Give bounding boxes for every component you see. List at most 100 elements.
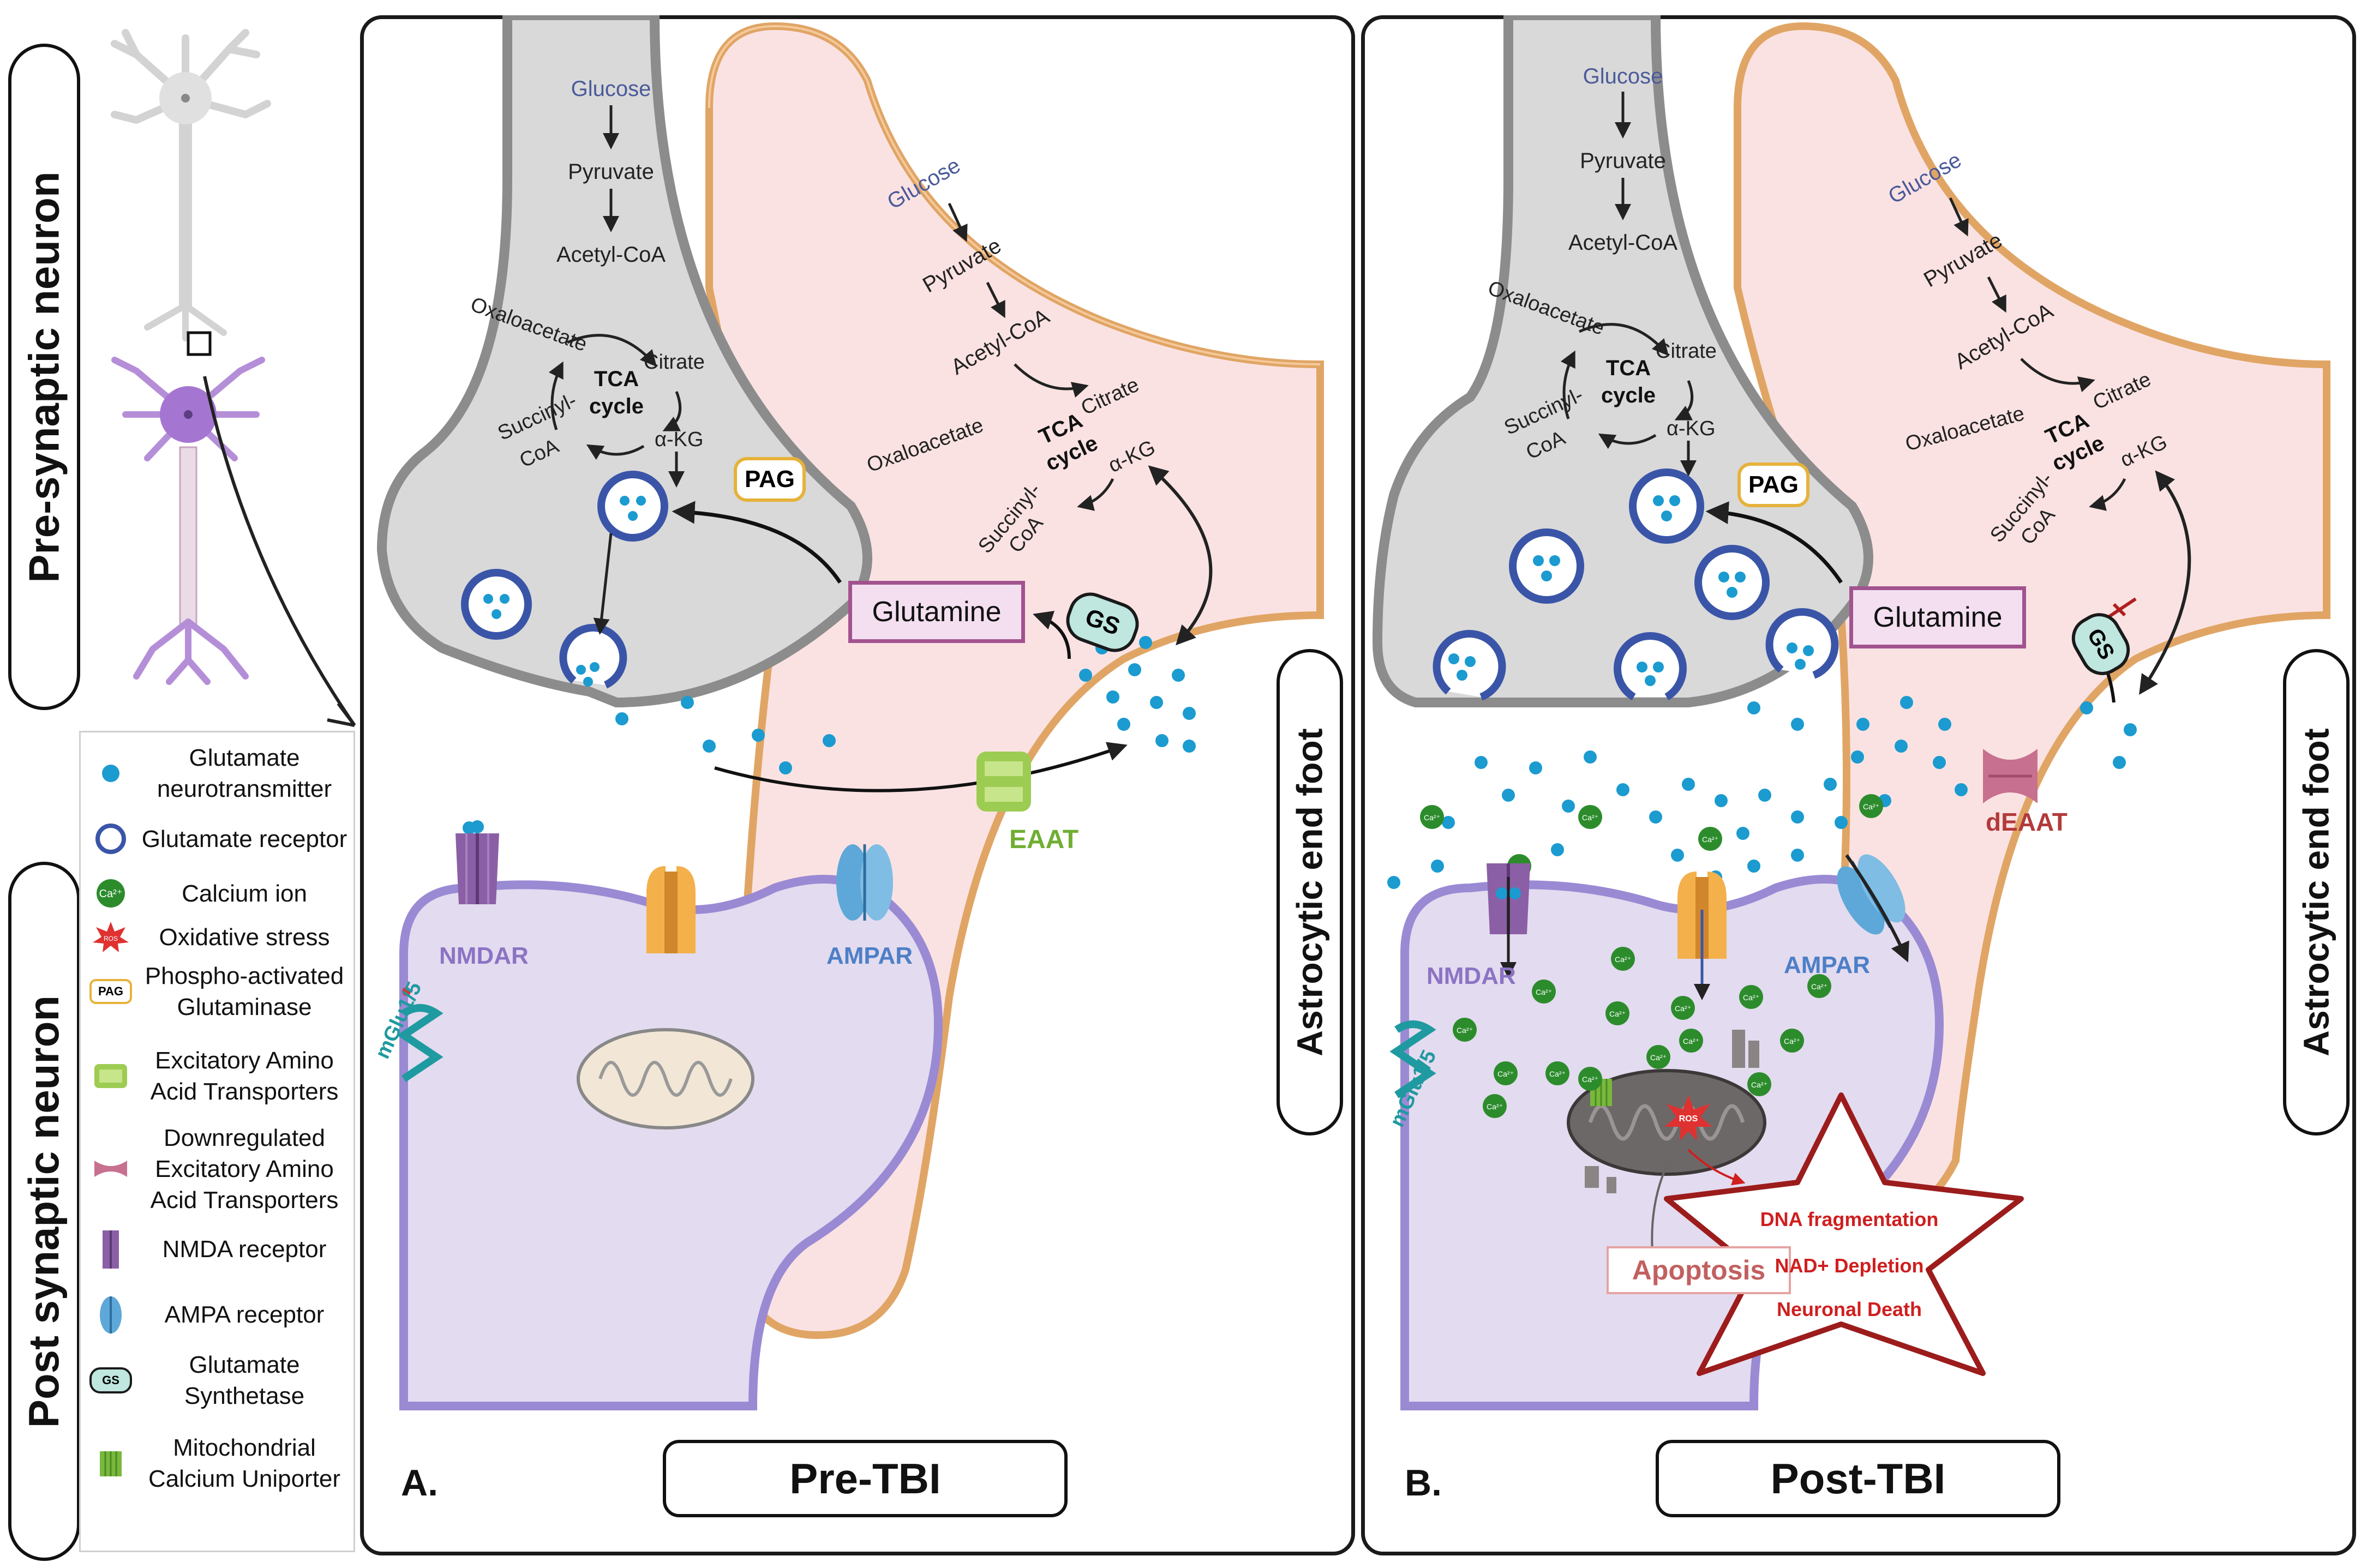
deaat-transporter bbox=[1983, 749, 2038, 803]
svg-text:Acetyl-CoA: Acetyl-CoA bbox=[556, 243, 666, 267]
calcium-ion-label: Ca²⁺ bbox=[1457, 1026, 1473, 1035]
astro-label-b: Astrocytic end foot bbox=[2283, 649, 2350, 1136]
calcium-ion-label: Ca²⁺ bbox=[1487, 1102, 1503, 1111]
apoptosis-label: Apoptosis bbox=[1607, 1246, 1791, 1294]
svg-text:Glucose: Glucose bbox=[1583, 64, 1663, 88]
panel-b-diagram: ROS Glucose Pyruvate Acetyl-CoA Oxaloace… bbox=[1372, 15, 2330, 1410]
calcium-ion-label: Ca²⁺ bbox=[1784, 1037, 1800, 1046]
vesicle-b5 bbox=[1614, 632, 1687, 701]
svg-text:Pyruvate: Pyruvate bbox=[1580, 149, 1666, 173]
calcium-ion-label: Ca²⁺ bbox=[1424, 813, 1440, 822]
ampa-receptor-a bbox=[836, 844, 893, 921]
legend-text: NMDA receptor bbox=[162, 1236, 327, 1263]
svg-text:Acetyl-CoA: Acetyl-CoA bbox=[1568, 231, 1677, 255]
mglu-receptor-a bbox=[397, 987, 444, 1082]
legend-text: Mitochondrial Calcium Uniporter bbox=[148, 1434, 341, 1492]
calcium-ion-label: Ca²⁺ bbox=[1650, 1053, 1667, 1062]
ampa-receptor-icon bbox=[100, 1296, 122, 1333]
legend-text: Calcium ion bbox=[182, 880, 307, 907]
legend-item-ampa: AMPA receptor bbox=[81, 1283, 353, 1346]
panel-a-title: Pre-TBI bbox=[663, 1440, 1068, 1517]
post-synaptic-label: Post synaptic neuron bbox=[8, 862, 80, 1561]
legend-item-eaat: Excitatory Amino Acid Transporters bbox=[81, 1030, 353, 1122]
legend-item-receptor: Glutamate receptor bbox=[81, 809, 353, 869]
ros-star: ROS bbox=[1664, 1095, 1712, 1141]
astro-label-a: Astrocytic end foot bbox=[1277, 649, 1343, 1136]
outcome-star bbox=[1664, 1092, 2024, 1376]
vesicle-b3 bbox=[1694, 545, 1770, 620]
svg-text:Pyruvate: Pyruvate bbox=[568, 160, 654, 184]
deaat-transporter-icon bbox=[94, 1161, 127, 1177]
legend-item-mcu: Mitochondrial Calcium Uniporter bbox=[81, 1417, 353, 1510]
pag-badge-a: PAG bbox=[734, 457, 806, 502]
nmdar-label-a: NMDAR bbox=[439, 942, 529, 969]
vesicle-b4 bbox=[1433, 629, 1506, 701]
calcium-ion-label: Ca²⁺ bbox=[1863, 802, 1879, 811]
vesicle-fusing bbox=[559, 623, 627, 689]
legend-item-pag: PAG Phospho-activated Glutaminase bbox=[81, 962, 353, 1022]
deaat-label: dEAAT bbox=[1986, 808, 2068, 836]
svg-text:α-KG: α-KG bbox=[655, 428, 704, 451]
calcium-ion-label: Ca²⁺ bbox=[1582, 1075, 1598, 1084]
calcium-ion-label: Ca²⁺ bbox=[1743, 993, 1759, 1002]
calcium-ion-label: Ca²⁺ bbox=[1811, 982, 1827, 991]
panel-b bbox=[1361, 15, 2356, 1555]
glutamine-box-b: Glutamine bbox=[1849, 586, 2026, 648]
panel-a-letter: A. bbox=[401, 1462, 438, 1504]
mitochondrion bbox=[577, 1028, 754, 1130]
eaat-transporter bbox=[976, 752, 1031, 812]
panel-b-title: Post-TBI bbox=[1656, 1440, 2060, 1517]
legend-item-nmda: NMDA receptor bbox=[81, 1218, 353, 1281]
calcium-ion-label: Ca²⁺ bbox=[1702, 835, 1718, 844]
calcium-ion-label: Ca²⁺ bbox=[1675, 1004, 1691, 1013]
svg-text:cycle: cycle bbox=[1601, 383, 1656, 407]
calcium-ion-label: Ca²⁺ bbox=[1683, 1037, 1699, 1046]
svg-text:TCA: TCA bbox=[1606, 356, 1651, 380]
panel-a-diagram: Glucose Pyruvate Acetyl-CoA Oxaloacetate… bbox=[376, 15, 1324, 1410]
svg-text:Glucose: Glucose bbox=[571, 77, 651, 101]
glutamine-box-a: Glutamine bbox=[848, 581, 1025, 643]
legend-text: Glutamate receptor bbox=[141, 825, 347, 852]
calcium-ions-b: Ca²⁺ Ca²⁺ Ca²⁺ Ca²⁺ Ca²⁺ Ca²⁺ Ca²⁺ Ca²⁺ Ca²⁺ Ca²⁺… bbox=[1420, 794, 1883, 1118]
pag-badge-b: PAG bbox=[1737, 462, 1809, 507]
presynaptic-terminal-b bbox=[1372, 15, 1873, 707]
svg-text:Ca²⁺: Ca²⁺ bbox=[99, 888, 123, 900]
vesicle-b6 bbox=[1765, 608, 1839, 679]
svg-text:ROS: ROS bbox=[1679, 1114, 1698, 1124]
calcium-ion-label: Ca²⁺ bbox=[1536, 988, 1552, 996]
eaat-transporter-icon bbox=[94, 1064, 127, 1088]
oxidative-star-icon: ROS bbox=[93, 922, 129, 952]
legend-text: Glutamate neurotransmitter bbox=[157, 744, 332, 802]
calcium-ion-label: Ca²⁺ bbox=[1615, 955, 1631, 964]
vesicle-b2 bbox=[1509, 528, 1584, 604]
pre-synaptic-label: Pre-synaptic neuron bbox=[8, 44, 80, 710]
legend: Glutamate neurotransmitter Glutamate rec… bbox=[79, 731, 355, 1552]
calcium-ion-label: Ca²⁺ bbox=[1609, 1010, 1626, 1018]
pag-badge-icon: PAG bbox=[89, 979, 132, 1004]
panel-b-letter: B. bbox=[1405, 1462, 1442, 1504]
legend-item-oxidative: ROS Oxidative stress bbox=[81, 921, 353, 953]
gs-badge-icon: GS bbox=[89, 1367, 132, 1393]
glutamate-dots-b bbox=[1387, 696, 2137, 889]
vesicle-b1 bbox=[1629, 468, 1704, 544]
glutamate-dots-a bbox=[463, 636, 1196, 834]
nmda-receptor-a bbox=[456, 820, 499, 904]
legend-text: Oxidative stress bbox=[159, 923, 330, 951]
legend-text: Downregulated Excitatory Amino Acid Tran… bbox=[150, 1124, 339, 1213]
vesicle-1 bbox=[597, 471, 668, 542]
legend-text: AMPA receptor bbox=[164, 1301, 325, 1328]
calcium-ion-label: Ca²⁺ bbox=[1497, 1070, 1514, 1078]
legend-item-glutamate: Glutamate neurotransmitter bbox=[81, 743, 353, 803]
ampar-label-b: AMPAR bbox=[1784, 952, 1871, 978]
zoom-box bbox=[187, 331, 212, 356]
panel-a bbox=[360, 15, 1355, 1555]
svg-text:TCA: TCA bbox=[594, 367, 639, 391]
svg-text:α-KG: α-KG bbox=[1667, 417, 1716, 440]
vesicle-2 bbox=[461, 569, 532, 640]
legend-text: Glutamate Synthetase bbox=[184, 1351, 305, 1409]
outcome-3: Neuronal Death bbox=[1776, 1298, 1922, 1320]
legend-text: Excitatory Amino Acid Transporters bbox=[150, 1047, 339, 1105]
ampar-label-a: AMPAR bbox=[826, 942, 913, 969]
outcome-2: NAD+ Depletion bbox=[1775, 1254, 1924, 1277]
